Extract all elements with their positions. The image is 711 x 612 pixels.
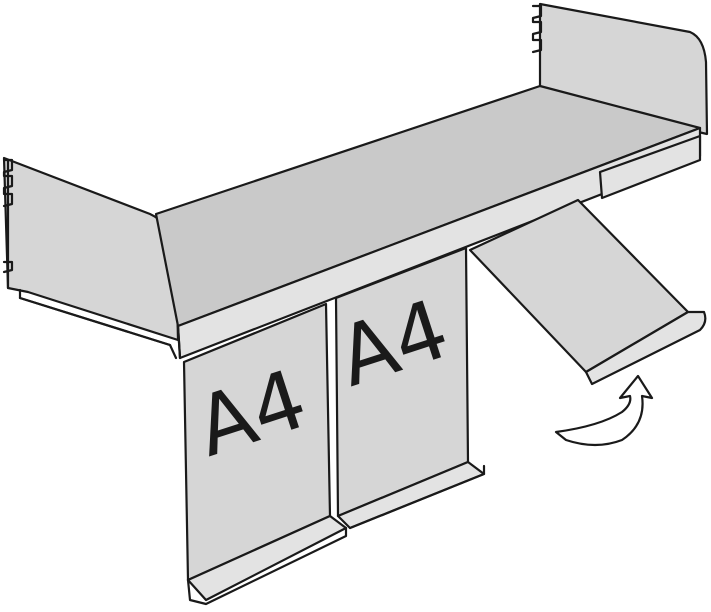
a4-holder-right: A4 xyxy=(327,246,486,530)
tilted-flap xyxy=(468,198,707,386)
left-end-bracket xyxy=(2,156,180,347)
shelf-board xyxy=(18,84,702,360)
rotate-arrow-icon xyxy=(554,374,654,447)
a4-holder-left: A4 xyxy=(182,302,348,606)
front-drawer-tab xyxy=(598,134,702,200)
